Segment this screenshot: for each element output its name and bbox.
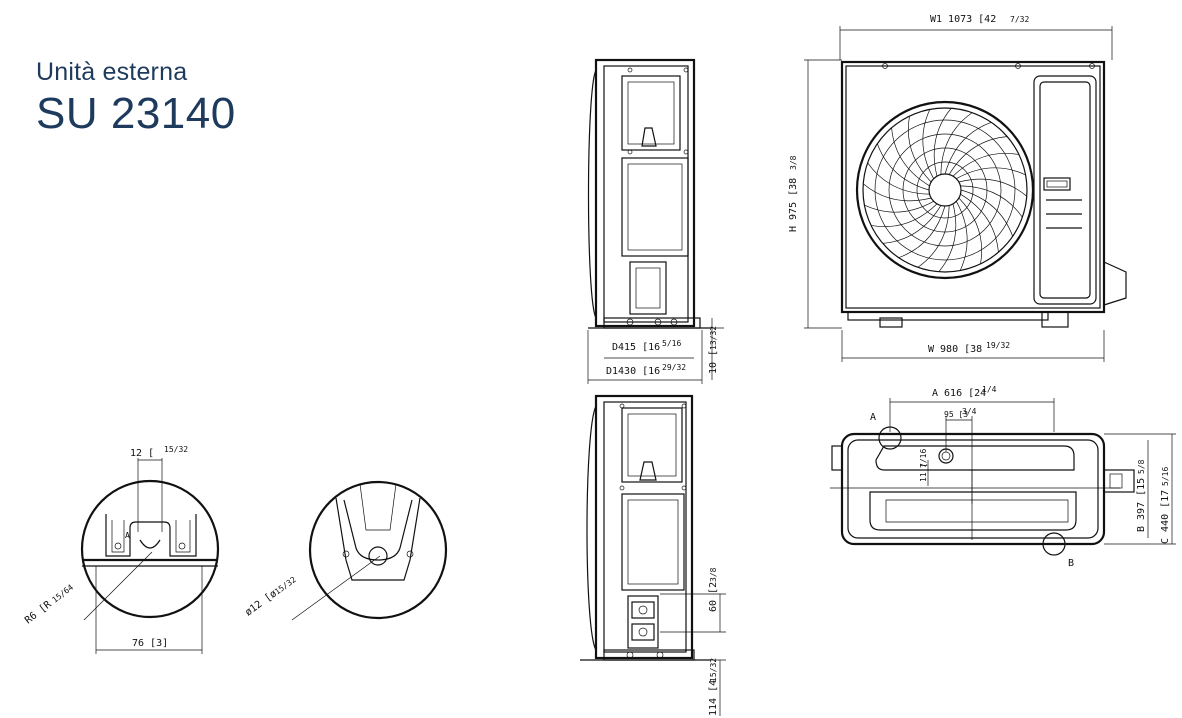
fan-spoke — [922, 109, 934, 179]
dim-76: 76 [3] — [132, 638, 168, 649]
fan-spoke — [917, 205, 950, 268]
detail-a-label: A — [125, 531, 130, 540]
front-view: W1 1073 [42 7/32 H 975 [38 3/8 — [788, 14, 1127, 362]
fan-spoke — [948, 136, 1008, 175]
detail-b: ø12 [ø 15/32 — [243, 480, 448, 621]
callout-b: B — [1068, 558, 1074, 569]
fan-spoke — [956, 201, 968, 271]
dim-114: 114 [4 — [708, 680, 719, 716]
dim-r6-fraction: 15/64 — [50, 583, 75, 605]
fan-spoke — [938, 203, 957, 272]
fan-spoke — [863, 183, 932, 202]
dim-w-fraction: 19/32 — [986, 341, 1010, 350]
fan-spoke — [876, 143, 930, 191]
fan-spoke — [882, 205, 942, 244]
fan-spoke — [960, 185, 1023, 218]
fan-grille — [855, 100, 1035, 280]
dim-12-fraction: 15/32 — [164, 445, 188, 454]
title-block: Unità esterna SU 23140 — [36, 58, 236, 139]
dim-b-fraction: 5/8 — [1137, 459, 1146, 474]
dim-60: 60 [2 — [708, 582, 719, 612]
fan-spoke — [898, 205, 946, 259]
dim-d: D415 [16 — [612, 342, 660, 353]
dim-foot: 10 [ — [708, 350, 719, 374]
fan-spoke — [958, 178, 1027, 197]
dim-h-fraction: 3/8 — [789, 155, 798, 170]
dim-w1: W1 1073 [42 — [930, 14, 996, 25]
fan-spoke — [908, 116, 932, 183]
dim-phi12-fraction: 15/32 — [273, 575, 298, 597]
dim-r6: R6 [R — [23, 599, 54, 627]
dim-114-fraction: 15/32 — [709, 658, 718, 682]
dim-c: C 440 [17 — [1160, 490, 1171, 544]
dim-60-fraction: 3/8 — [709, 567, 718, 582]
side-view-lower: 60 [2 3/8 114 [4 15/32 — [580, 394, 726, 716]
dim-d1: D1430 [16 — [606, 366, 660, 377]
dim-phi12: ø12 [ø — [243, 588, 279, 618]
fan-spoke — [864, 201, 934, 213]
dim-95-fraction: 3/4 — [962, 407, 977, 416]
dim-a: A 616 [24 — [932, 388, 986, 399]
dim-d1-fraction: 29/32 — [662, 363, 686, 372]
dim-12: 12 [ — [130, 448, 154, 459]
dim-h: H 975 [38 — [788, 178, 799, 232]
fan-spoke — [960, 189, 1014, 237]
dim-b: B 397 [15 — [1136, 478, 1147, 532]
fan-spoke — [944, 121, 992, 175]
fan-spoke — [956, 167, 1026, 179]
fan-spoke — [933, 108, 952, 177]
dim-11: 11 [ — [919, 463, 928, 482]
side-view-upper: D415 [16 5/16 D1430 [16 29/32 10 [ 13/32 — [587, 58, 724, 384]
dim-95: 95 [3 — [944, 410, 968, 419]
dim-foot-fraction: 13/32 — [709, 326, 718, 350]
callout-a: A — [870, 412, 876, 423]
dim-c-fraction: 5/16 — [1161, 467, 1170, 486]
fan-spoke — [891, 127, 930, 187]
fan-spoke — [958, 197, 982, 264]
dim-w1-fraction: 7/32 — [1010, 15, 1029, 24]
page-subtitle: Unità esterna — [36, 58, 188, 86]
page-title: SU 23140 — [36, 89, 236, 138]
dim-11-fraction: 7/16 — [919, 449, 928, 468]
dim-w: W 980 [38 — [928, 344, 982, 355]
fan-spoke — [940, 112, 973, 175]
dim-d-fraction: 5/16 — [662, 339, 681, 348]
fan-spoke — [871, 203, 938, 227]
top-view: A 616 [24 1/4 95 [3 3/4 A B 11 [ 7/16 — [830, 385, 1176, 569]
detail-a: 12 [ 15/32 A R6 [R 15/64 76 [3] — [23, 445, 220, 654]
fan-spoke — [952, 153, 1020, 177]
dim-a-fraction: 1/4 — [982, 385, 997, 394]
fan-spoke — [960, 193, 999, 253]
fan-spoke — [867, 162, 930, 195]
